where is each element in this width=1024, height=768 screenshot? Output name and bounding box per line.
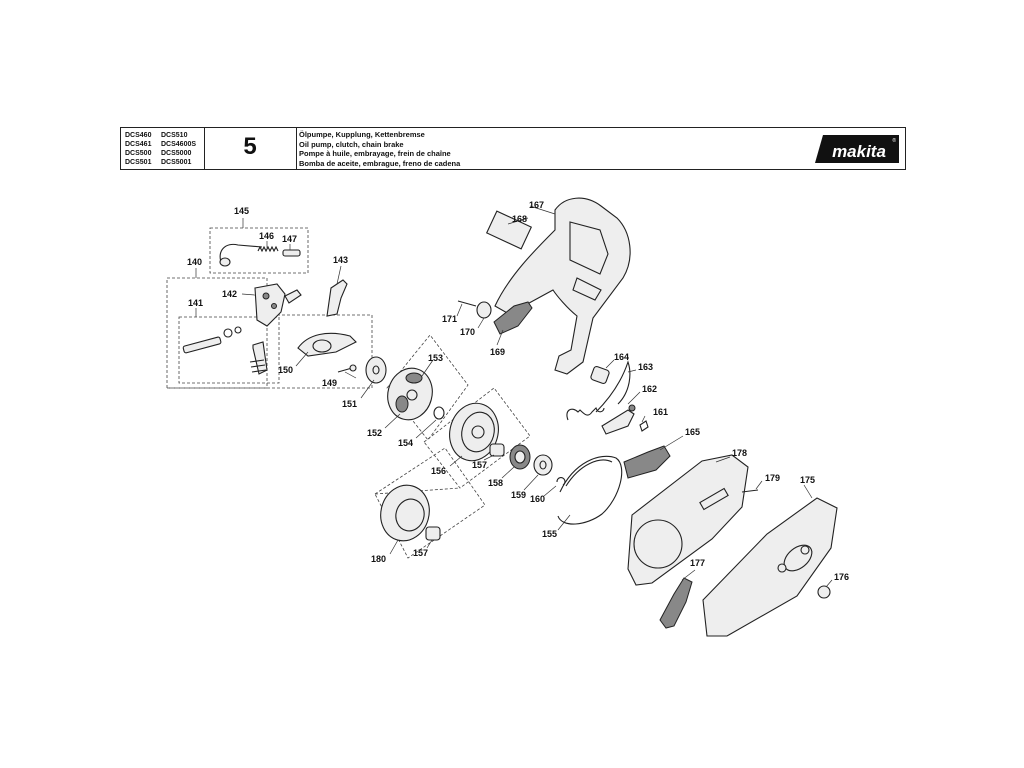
oil-pump-group (166, 227, 387, 389)
adjust-screw-141 (182, 336, 222, 354)
part-label: 161 (653, 407, 668, 417)
model-code: DCS5000 (161, 150, 192, 157)
needle-bearing-157b (425, 526, 441, 541)
header-divider (296, 128, 297, 169)
part-label: 157 (472, 460, 487, 470)
washer-159 (533, 454, 553, 476)
part-label: 165 (685, 427, 700, 437)
part-label: 143 (333, 255, 348, 265)
plunger (252, 341, 268, 375)
label-168 (485, 210, 533, 250)
part-label: 140 (187, 257, 202, 267)
pin-161 (639, 420, 649, 432)
part-label: 170 (460, 327, 475, 337)
part-label: 147 (282, 234, 297, 244)
sprocket-cover-175 (702, 497, 838, 637)
model-list: DCS460 DCS510 DCS461 DCS4600S DCS500 DCS… (125, 131, 205, 167)
washer-151 (365, 356, 387, 384)
part-label: 175 (800, 475, 815, 485)
title-en: Oil pump, clutch, chain brake (299, 139, 404, 149)
part-label: 171 (442, 314, 457, 324)
makita-logo: makita ® (815, 135, 899, 163)
brake-spring-163 (566, 406, 605, 421)
title-de: Ölpumpe, Kupplung, Kettenbremse (299, 130, 425, 139)
part-label: 159 (511, 490, 526, 500)
model-code: DCS500 (125, 150, 152, 157)
model-code: DCS5001 (161, 159, 192, 166)
brake-link-162 (601, 409, 635, 435)
part-label: 178 (732, 448, 747, 458)
kit-outline-145 (209, 227, 309, 274)
needle-bearing-157 (489, 443, 505, 457)
model-code: DCS461 (125, 141, 152, 148)
part-label: 156 (431, 466, 446, 476)
part-label: 168 (512, 214, 527, 224)
bushing-170 (476, 301, 492, 319)
bushing-164 (590, 365, 610, 385)
page-number: 5 (243, 133, 257, 160)
part-label: 179 (765, 473, 780, 483)
kit-outline-pump (167, 314, 373, 389)
model-code: DCS501 (125, 159, 152, 166)
part-label: 145 (234, 206, 249, 216)
part-label: 157 (413, 548, 428, 558)
screw-179 (741, 489, 759, 493)
part-label: 152 (367, 428, 382, 438)
model-code: DCS460 (125, 132, 152, 139)
part-label: 180 (371, 554, 386, 564)
pump-body-142 (254, 283, 286, 327)
side-cover-group (627, 454, 838, 637)
part-label: 158 (488, 478, 503, 488)
svg-text:®: ® (892, 137, 896, 144)
hand-guard-167 (494, 197, 631, 375)
part-label: 162 (642, 384, 657, 394)
part-label: 142 (222, 289, 237, 299)
part-label: 146 (259, 231, 274, 241)
part-label: 153 (428, 353, 443, 363)
kit-outline-153 (386, 334, 469, 441)
header-box: DCS460 DCS510 DCS461 DCS4600S DCS500 DCS… (120, 127, 906, 170)
spring-146 (257, 245, 279, 253)
chain-brake-group (457, 197, 671, 525)
kit-outline-141 (178, 316, 280, 384)
svg-text:makita: makita (832, 142, 886, 161)
oil-filter-147 (282, 249, 301, 257)
leader-lines (195, 205, 833, 588)
part-label: 164 (614, 352, 629, 362)
pump-drive-143 (326, 279, 348, 317)
part-label: 155 (542, 529, 557, 539)
part-label: 167 (529, 200, 544, 210)
part-labels: 145 146 147 140 143 142 141 150 149 151 … (187, 200, 849, 582)
part-label: 176 (834, 572, 849, 582)
title-es: Bomba de aceite, embrague, freno de cade… (299, 158, 461, 168)
title-fr: Pompe à huile, embrayage, frein de chaîn… (299, 149, 451, 159)
header-divider (204, 128, 205, 169)
model-code: DCS510 (161, 132, 188, 139)
washer-154 (433, 406, 445, 420)
brake-block-165 (623, 445, 671, 479)
kit-outline-156 (423, 387, 531, 489)
part-label: 169 (490, 347, 505, 357)
part-label: 150 (278, 365, 293, 375)
part-label: 163 (638, 362, 653, 372)
part-label: 141 (188, 298, 203, 308)
clutch-group (374, 334, 566, 559)
part-label: 151 (342, 399, 357, 409)
cover-plate-178 (627, 454, 749, 586)
part-label: 154 (398, 438, 413, 448)
tensioner-177 (659, 577, 693, 629)
brake-band-155 (557, 455, 623, 525)
brake-spring-wire (595, 360, 631, 413)
model-code: DCS4600S (161, 141, 197, 148)
nut-176 (817, 585, 831, 599)
clutch-152 (387, 367, 433, 421)
part-label: 177 (690, 558, 705, 568)
screw-171 (457, 300, 477, 307)
section-titles: Ölpumpe, Kupplung, Kettenbremse Oil pump… (299, 130, 460, 168)
brake-lever-169 (493, 301, 533, 335)
part-label: 160 (530, 494, 545, 504)
part-label: 149 (322, 378, 337, 388)
